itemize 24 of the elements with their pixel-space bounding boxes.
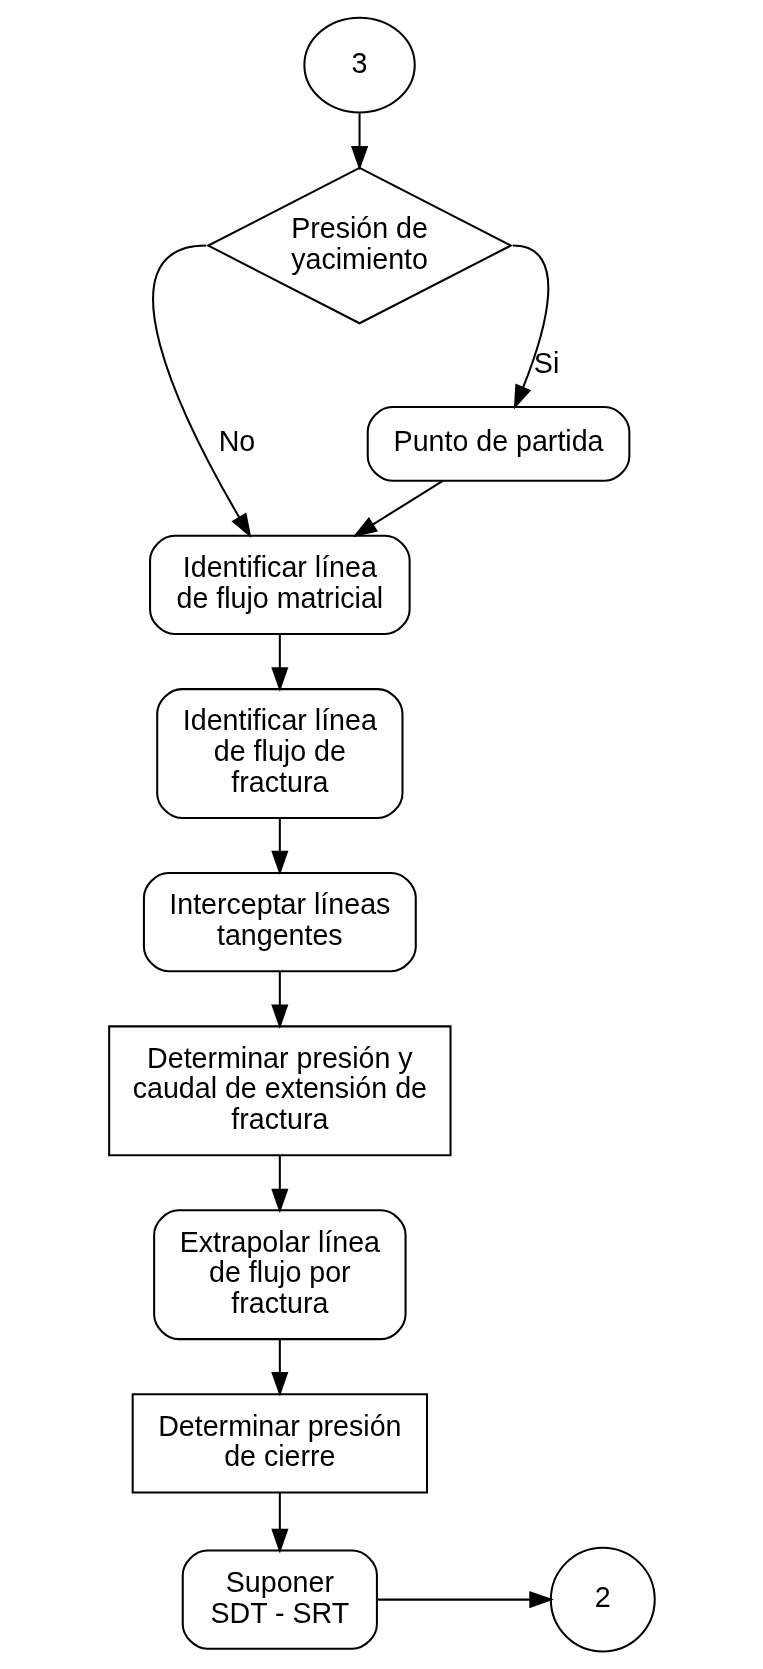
- arrow: [270, 818, 288, 876]
- node-box: Determinar presión y caudal de extensión de fractura: [107, 1025, 452, 1157]
- node-box: Identificar línea de flujo matricial: [148, 534, 411, 635]
- arrow: [270, 1155, 288, 1214]
- edge-label: No: [218, 425, 255, 458]
- node-diamond: Presión de yacimiento: [205, 166, 513, 325]
- arrow: [512, 244, 549, 410]
- node-box: Interceptar líneas tangentes: [142, 872, 417, 973]
- node-box: Suponer SDT - SRT: [181, 1549, 378, 1650]
- node-box: Identificar línea de flujo de fractura: [155, 688, 403, 819]
- arrow: [270, 1492, 288, 1554]
- node-box: Extrapolar línea de flujo por fractura: [152, 1209, 407, 1341]
- arrow: [376, 1591, 554, 1609]
- arrow: [270, 634, 288, 692]
- node-circle: 2: [549, 1546, 656, 1653]
- arrow: [270, 971, 288, 1029]
- arrow: [151, 244, 251, 538]
- edge-label: Si: [533, 346, 559, 379]
- node-box: Determinar presión de cierre: [131, 1393, 428, 1494]
- node-box: Punto de partida: [366, 406, 630, 482]
- arrow: [270, 1339, 288, 1397]
- arrow: [350, 113, 368, 171]
- arrow: [352, 479, 443, 538]
- node-ellipse: 3: [302, 16, 416, 114]
